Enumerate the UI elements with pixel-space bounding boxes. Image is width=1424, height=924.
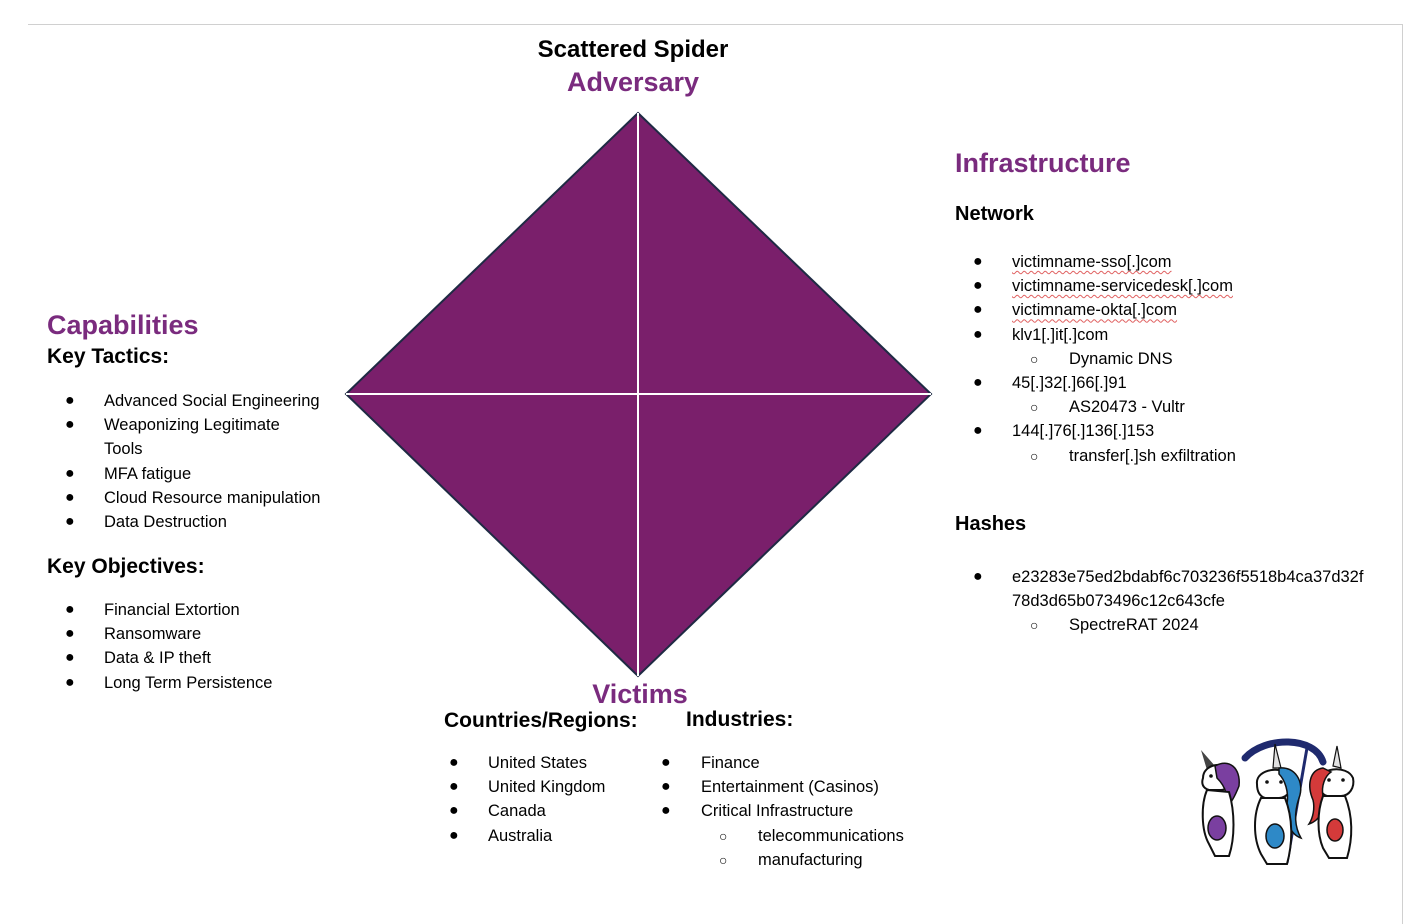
key-objectives-heading: Key Objectives: — [47, 555, 205, 578]
sub-list-item: ○Dynamic DNS — [1030, 349, 1173, 368]
list-item: ●Weaponizing Legitimate — [65, 416, 280, 435]
hashes-list: ●e23283e75ed2bdabf6c703236f5518b4ca37d32… — [955, 565, 1395, 638]
list-item: ●United States — [449, 754, 588, 772]
adversary-label: Adversary — [566, 67, 700, 97]
list-item: ●Financial Extortion — [65, 601, 240, 619]
industries-heading: Industries: — [686, 708, 794, 731]
list-item: ●144[.]76[.]136[.]153 — [973, 422, 1155, 441]
hashes-heading: Hashes — [955, 513, 1027, 535]
list-item-continuation: Tools — [104, 440, 143, 459]
list-item: ●victimname-sso[.]com — [973, 253, 1172, 271]
sub-list-item: ○manufacturing — [719, 850, 863, 869]
list-item: ●Ransomware — [65, 625, 202, 644]
list-item: ●Long Term Persistence — [65, 673, 273, 692]
page-frame — [28, 24, 1403, 924]
list-item: ●Canada — [449, 802, 546, 821]
regions-list: ●United States ●United Kingdom ●Canada ●… — [444, 751, 664, 848]
sub-list-item: ○transfer[.]sh exfiltration — [1030, 446, 1236, 465]
list-item: ●e23283e75ed2bdabf6c703236f5518b4ca37d32… — [973, 568, 1364, 586]
list-item: ●Critical Infrastructure — [661, 802, 854, 821]
list-item: ●Data & IP theft — [65, 649, 212, 668]
network-heading: Network — [955, 203, 1034, 225]
list-item: ●MFA fatigue — [65, 464, 192, 483]
adversary-name: Scattered Spider — [537, 36, 729, 63]
list-item: ●Finance — [661, 754, 760, 772]
list-item: ●Cloud Resource manipulation — [65, 488, 321, 507]
key-tactics-list: ●Advanced Social Engineering ●Weaponizin… — [47, 389, 347, 534]
capabilities-title: Capabilities — [47, 310, 199, 340]
list-item: ●Australia — [449, 826, 553, 845]
key-tactics-heading: Key Tactics: — [47, 345, 170, 368]
key-objectives-list: ●Financial Extortion ●Ransomware ●Data &… — [47, 598, 347, 695]
list-item: ●Advanced Social Engineering — [65, 392, 320, 410]
sub-list-item: ○telecommunications — [719, 826, 904, 845]
list-item: ●United Kingdom — [449, 778, 606, 797]
list-item: ●victimname-okta[.]com — [973, 301, 1178, 320]
regions-heading: Countries/Regions: — [444, 709, 638, 732]
sub-list-item: ○AS20473 - Vultr — [1030, 398, 1185, 417]
industries-list: ●Finance ●Entertainment (Casinos) ●Criti… — [656, 751, 936, 872]
list-item: ●Data Destruction — [65, 513, 227, 532]
list-item: ●klv1[.]it[.]com — [973, 325, 1109, 344]
list-item-continuation: 78d3d65b073496c12c643cfe — [1012, 592, 1225, 611]
network-list: ●victimname-sso[.]com ●victimname-servic… — [955, 250, 1395, 468]
list-item: ●victimname-servicedesk[.]com — [973, 277, 1233, 296]
unicorns-with-scythe-logo — [1201, 738, 1355, 865]
victims-title: Victims — [592, 679, 688, 709]
list-item: ●45[.]32[.]66[.]91 — [973, 374, 1127, 393]
list-item: ●Entertainment (Casinos) — [661, 778, 879, 797]
sub-list-item: ○SpectreRAT 2024 — [1030, 616, 1199, 635]
infrastructure-title: Infrastructure — [955, 148, 1131, 178]
